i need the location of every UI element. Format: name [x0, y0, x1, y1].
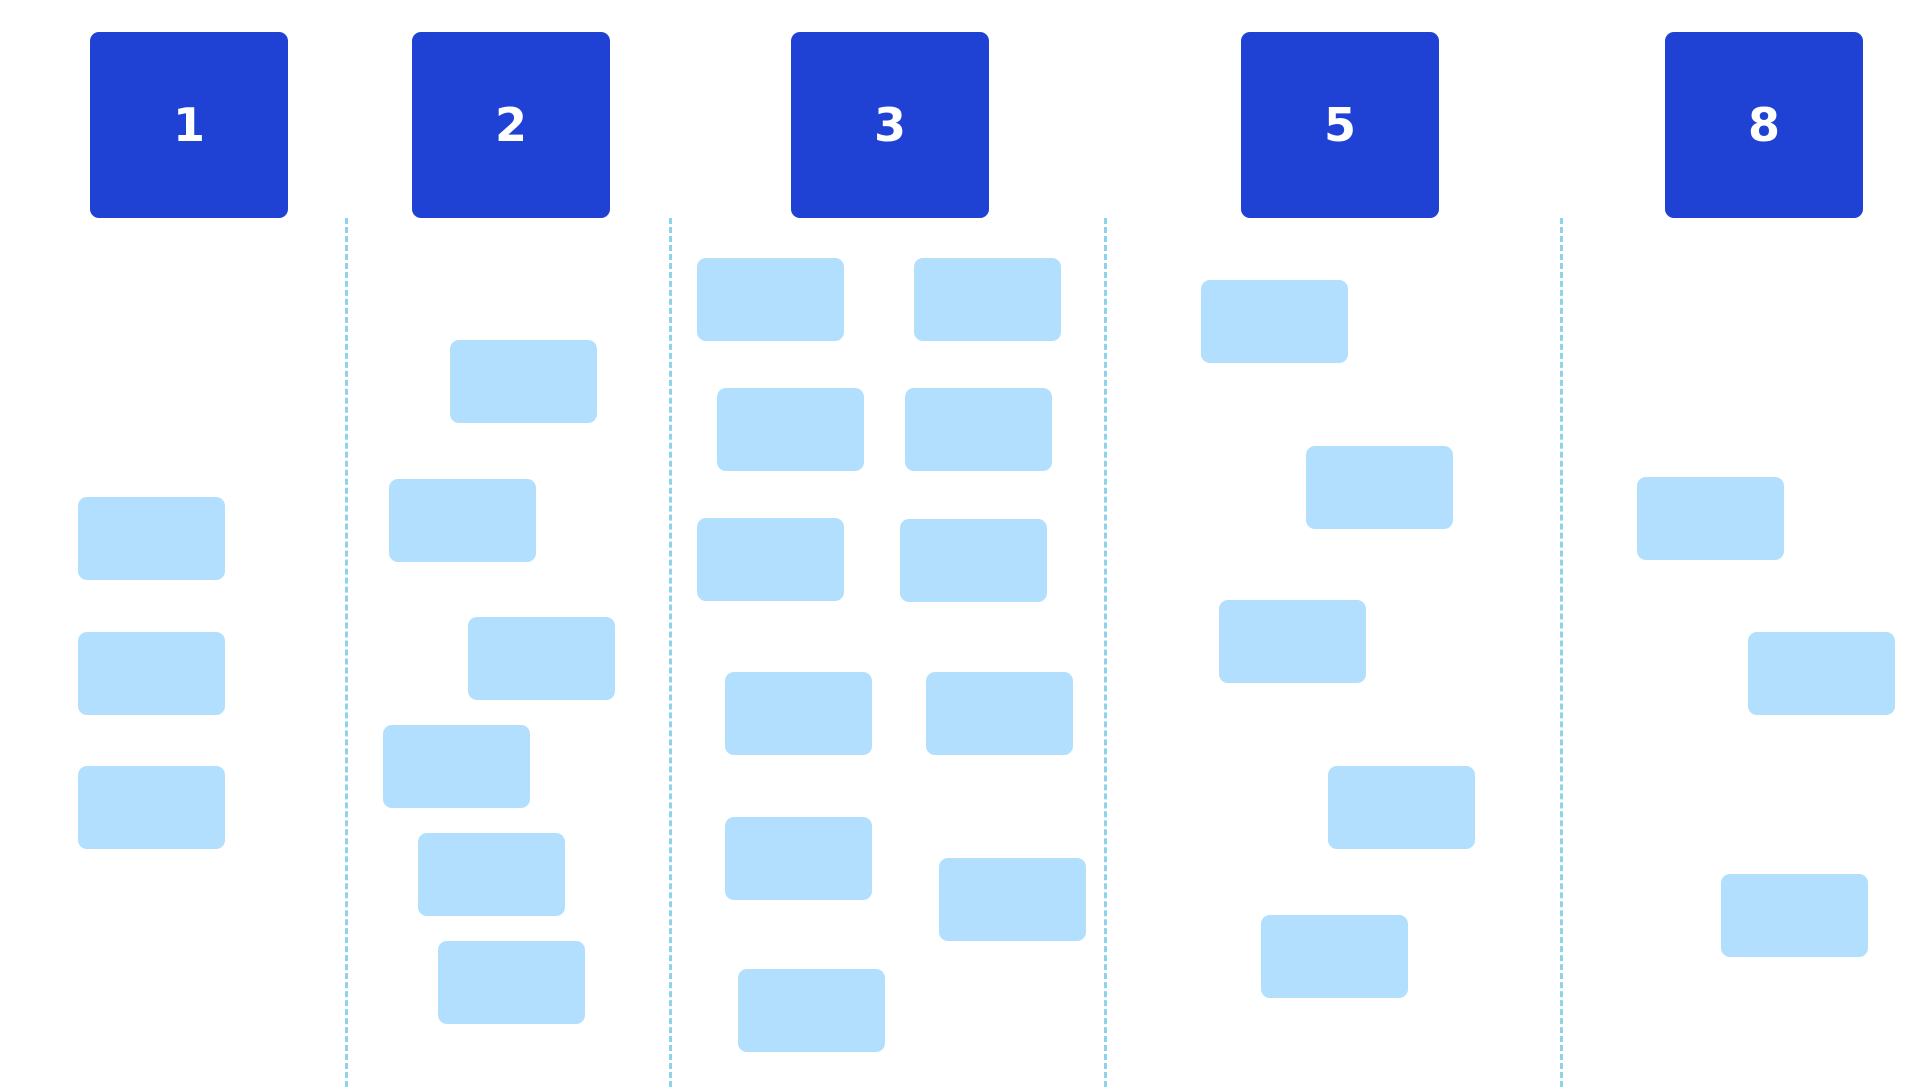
column-header-label: 1	[172, 98, 205, 152]
story-card[interactable]	[725, 672, 872, 755]
story-card[interactable]	[697, 258, 844, 341]
story-card[interactable]	[1261, 915, 1408, 998]
story-card[interactable]	[1748, 632, 1895, 715]
story-card[interactable]	[383, 725, 530, 808]
column-header-3: 3	[791, 32, 989, 218]
column-divider	[1104, 218, 1107, 1087]
story-card[interactable]	[1219, 600, 1366, 683]
story-card[interactable]	[1721, 874, 1868, 957]
story-card[interactable]	[418, 833, 565, 916]
story-card[interactable]	[939, 858, 1086, 941]
story-card[interactable]	[78, 632, 225, 715]
column-header-5: 5	[1241, 32, 1439, 218]
story-card[interactable]	[78, 766, 225, 849]
story-card[interactable]	[697, 518, 844, 601]
story-card[interactable]	[914, 258, 1061, 341]
story-card[interactable]	[900, 519, 1047, 602]
column-header-2: 2	[412, 32, 610, 218]
column-header-label: 3	[873, 98, 906, 152]
story-card[interactable]	[468, 617, 615, 700]
story-card[interactable]	[1637, 477, 1784, 560]
column-header-1: 1	[90, 32, 288, 218]
column-header-label: 2	[494, 98, 527, 152]
story-card[interactable]	[717, 388, 864, 471]
story-card[interactable]	[1201, 280, 1348, 363]
column-divider	[669, 218, 672, 1087]
story-card[interactable]	[1328, 766, 1475, 849]
story-card[interactable]	[926, 672, 1073, 755]
story-card[interactable]	[738, 969, 885, 1052]
story-card[interactable]	[389, 479, 536, 562]
story-card[interactable]	[78, 497, 225, 580]
column-divider	[1560, 218, 1563, 1087]
column-header-label: 8	[1747, 98, 1780, 152]
story-card[interactable]	[450, 340, 597, 423]
column-header-label: 5	[1323, 98, 1356, 152]
story-card[interactable]	[725, 817, 872, 900]
story-card[interactable]	[438, 941, 585, 1024]
column-header-8: 8	[1665, 32, 1863, 218]
column-divider	[345, 218, 348, 1087]
story-card[interactable]	[1306, 446, 1453, 529]
story-card[interactable]	[905, 388, 1052, 471]
